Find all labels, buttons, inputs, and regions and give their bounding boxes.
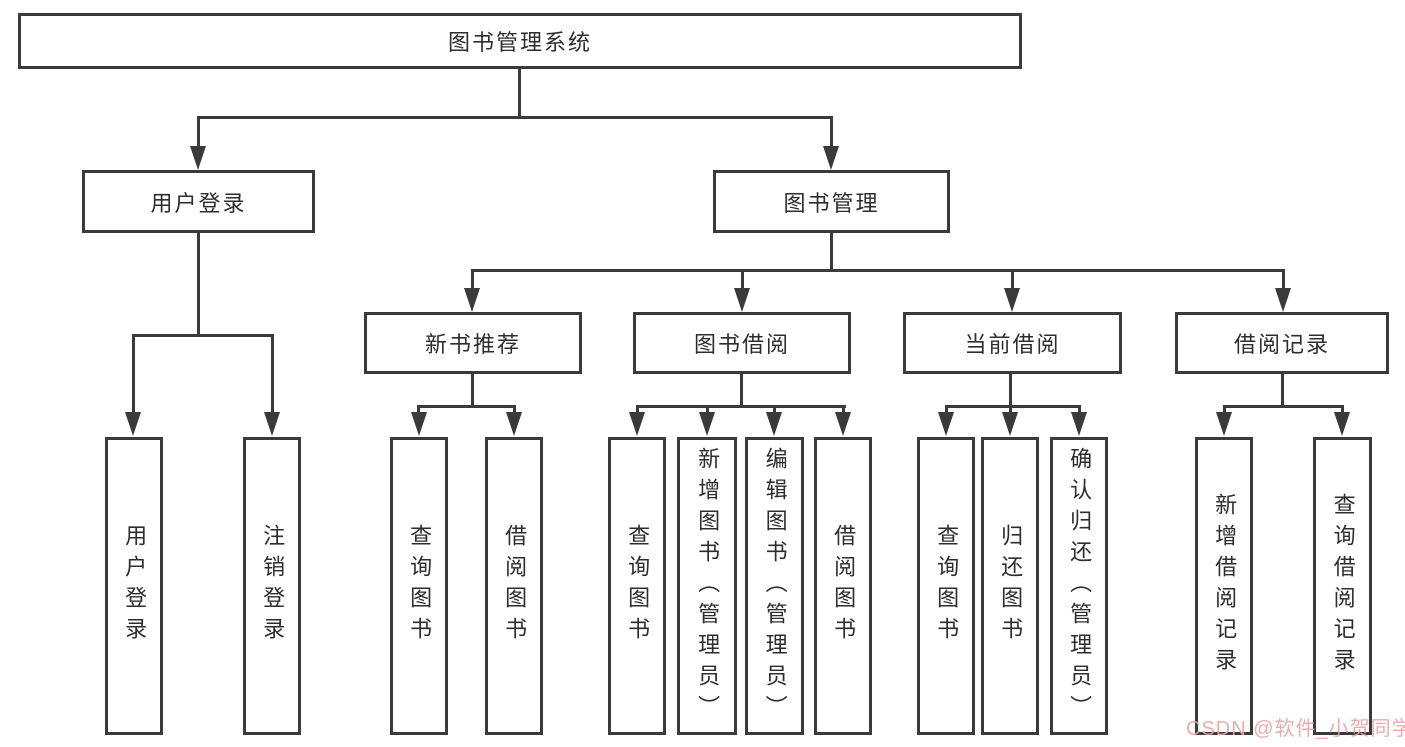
node-label: 图书借阅 — [693, 332, 790, 357]
connector-line — [830, 233, 833, 272]
connector-line — [132, 334, 135, 416]
leaf-query-books: 查询图书 — [390, 437, 448, 735]
node-label: 图书管理 — [783, 190, 880, 216]
connector-line — [741, 269, 744, 291]
arrowhead-down-icon — [1334, 412, 1350, 436]
node-label: 查询图书 — [407, 524, 433, 648]
node-label: 查询借阅记录 — [1330, 493, 1356, 679]
leaf-add-borrow-record: 新增借阅记录 — [1195, 437, 1253, 735]
connector-line — [132, 334, 274, 337]
node-label: 确认归还（管理员） — [1067, 446, 1093, 726]
arrowhead-down-icon — [823, 146, 839, 170]
arrowhead-down-icon — [734, 288, 750, 312]
connector-line — [471, 269, 1285, 272]
leaf-borrow-books: 借阅图书 — [814, 437, 872, 735]
node-label: 借阅图书 — [831, 524, 857, 648]
connector-line — [1009, 374, 1012, 408]
arrowhead-down-icon — [699, 412, 715, 436]
node-label: 查询图书 — [625, 524, 651, 648]
arrowhead-down-icon — [938, 412, 954, 436]
arrowhead-down-icon — [1004, 288, 1020, 312]
arrowhead-down-icon — [125, 412, 141, 436]
connector-line — [417, 405, 420, 415]
node-new-book-recommend: 新书推荐 — [364, 312, 582, 374]
leaf-user-login: 用户登录 — [105, 437, 163, 735]
node-borrow-records: 借阅记录 — [1175, 312, 1389, 374]
arrowhead-down-icon — [264, 412, 280, 436]
connector-line — [1282, 269, 1285, 291]
leaf-add-books-admin: 新增图书（管理员） — [677, 437, 737, 735]
connector-line — [1078, 405, 1081, 415]
node-current-borrow: 当前借阅 — [903, 312, 1122, 374]
arrowhead-down-icon — [464, 288, 480, 312]
node-label: 新增图书（管理员） — [695, 446, 721, 726]
leaf-borrow-books: 借阅图书 — [485, 437, 543, 735]
leaf-confirm-return-admin: 确认归还（管理员） — [1050, 437, 1108, 735]
connector-line — [636, 405, 639, 415]
connector-line — [1009, 405, 1012, 415]
connector-line — [197, 116, 200, 150]
connector-line — [1341, 405, 1344, 415]
arrowhead-down-icon — [190, 146, 206, 170]
arrowhead-down-icon — [835, 412, 851, 436]
watermark: CSDN @软件_小贺同学 — [1186, 718, 1405, 740]
node-label: 用户登录 — [122, 524, 148, 648]
node-label: 归还图书 — [998, 524, 1024, 648]
node-label: 注销登录 — [260, 524, 286, 648]
connector-line — [271, 334, 274, 416]
connector-line — [1223, 405, 1226, 415]
connector-line — [636, 405, 846, 408]
connector-line — [706, 405, 709, 415]
connector-line — [740, 374, 743, 408]
connector-line — [197, 116, 833, 119]
node-label: 用户登录 — [150, 190, 247, 216]
connector-line — [417, 405, 516, 408]
node-book-borrow: 图书借阅 — [633, 312, 851, 374]
node-label: 当前借阅 — [964, 332, 1061, 357]
node-label: 图书管理系统 — [447, 30, 592, 55]
connector-line — [773, 405, 776, 415]
arrowhead-down-icon — [1275, 288, 1291, 312]
arrowhead-down-icon — [1216, 412, 1232, 436]
node-label: 新增借阅记录 — [1212, 493, 1238, 679]
leaf-query-borrow-record: 查询借阅记录 — [1313, 437, 1372, 735]
connector-line — [471, 374, 474, 408]
arrowhead-down-icon — [629, 412, 645, 436]
leaf-query-books: 查询图书 — [608, 437, 666, 735]
connector-line — [830, 116, 833, 150]
arrowhead-down-icon — [1071, 412, 1087, 436]
node-label: 新书推荐 — [424, 332, 521, 357]
node-user-login: 用户登录 — [82, 170, 315, 233]
leaf-edit-books-admin: 编辑图书（管理员） — [745, 437, 804, 735]
node-label: 编辑图书（管理员） — [762, 446, 788, 726]
node-root-library-system: 图书管理系统 — [18, 13, 1022, 69]
leaf-return-books: 归还图书 — [981, 437, 1039, 735]
leaf-logout: 注销登录 — [243, 437, 301, 735]
connector-line — [513, 405, 516, 415]
arrowhead-down-icon — [411, 412, 427, 436]
node-book-management: 图书管理 — [713, 170, 950, 233]
connector-line — [1223, 405, 1344, 408]
arrowhead-down-icon — [506, 412, 522, 436]
node-label: 借阅记录 — [1233, 332, 1330, 357]
connector-line — [518, 69, 521, 119]
node-label: 查询图书 — [934, 524, 960, 648]
connector-line — [842, 405, 845, 415]
connector-line — [1011, 269, 1014, 291]
connector-line — [945, 405, 1081, 408]
leaf-query-books: 查询图书 — [917, 437, 975, 735]
connector-line — [197, 233, 200, 337]
connector-line — [1281, 374, 1284, 408]
arrowhead-down-icon — [766, 412, 782, 436]
node-label: 借阅图书 — [502, 524, 528, 648]
connector-line — [471, 269, 474, 291]
connector-line — [945, 405, 948, 415]
arrowhead-down-icon — [1002, 412, 1018, 436]
